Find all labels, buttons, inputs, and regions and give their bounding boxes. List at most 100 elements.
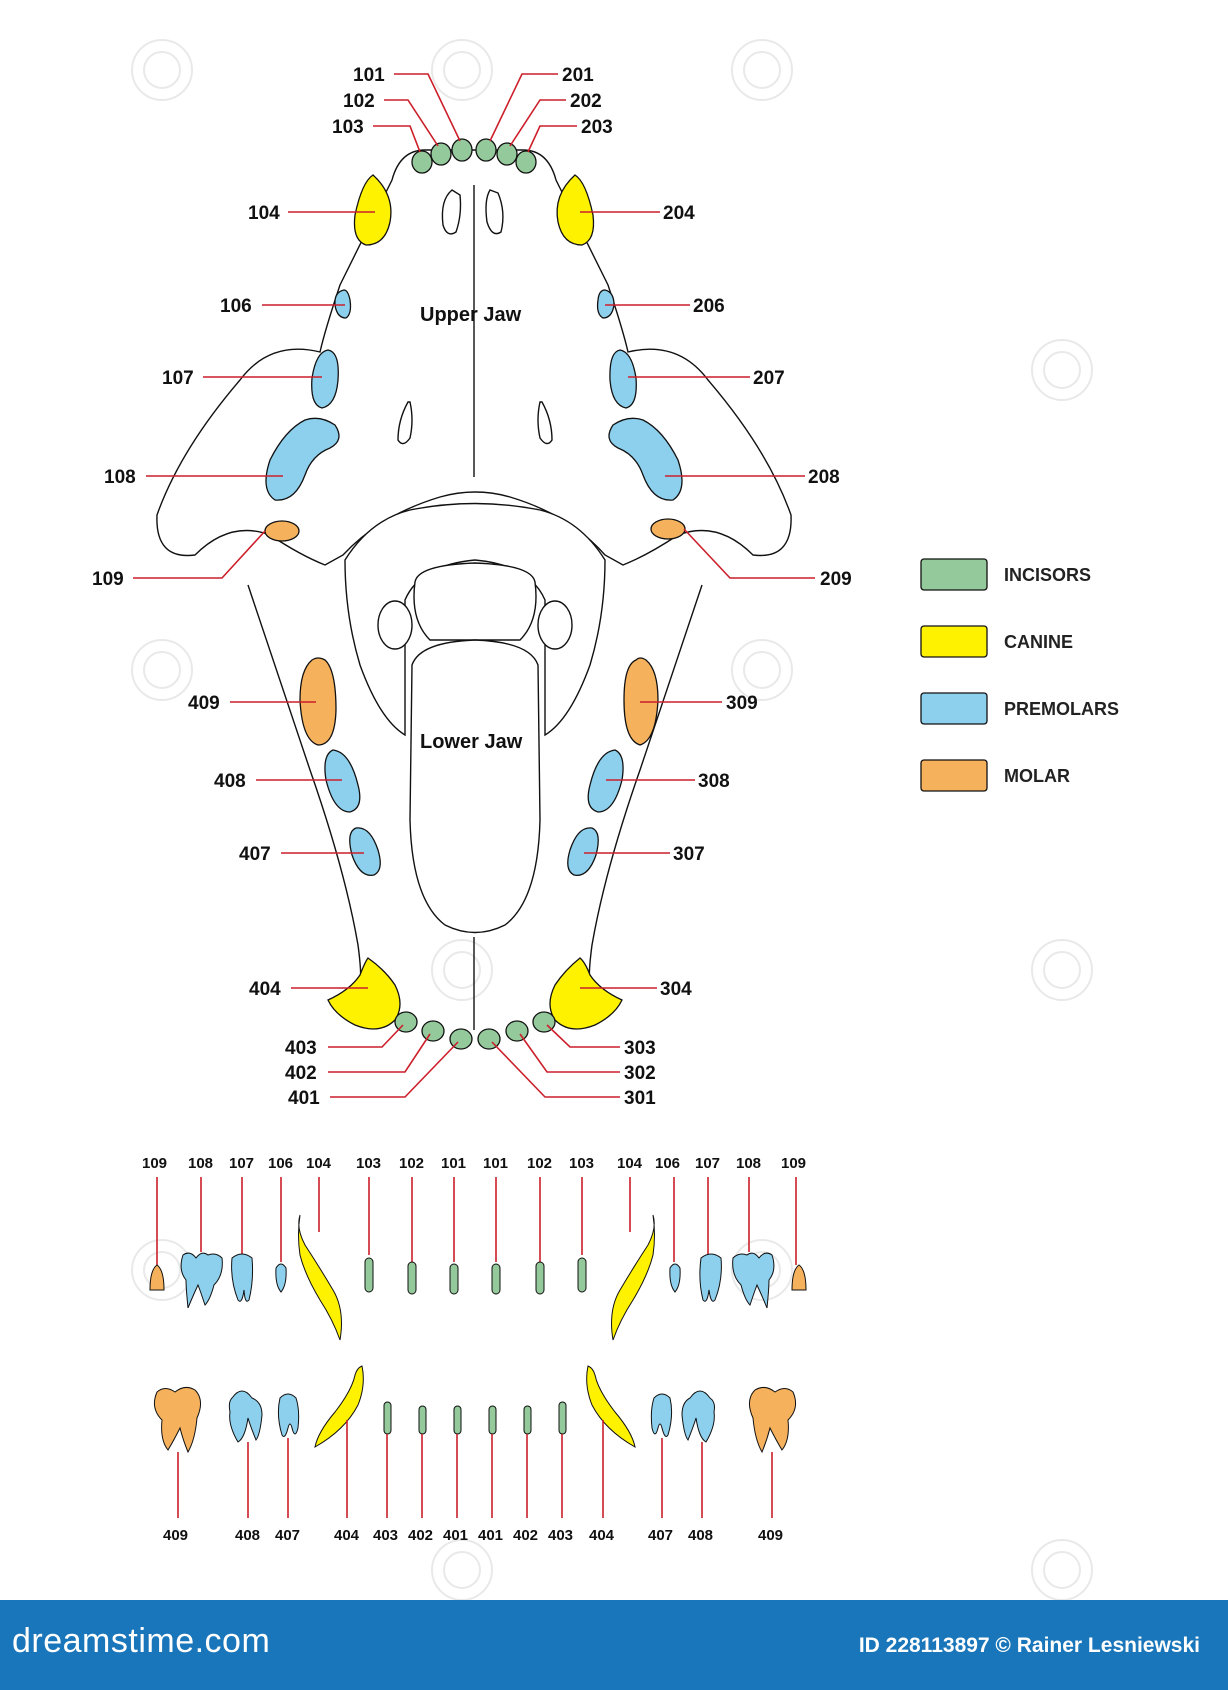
tooth-108[interactable] [265, 417, 340, 501]
label-104: 104 [248, 203, 280, 224]
upper-jaw-teeth [264, 138, 686, 542]
label-201: 201 [562, 65, 594, 86]
side-upper-label-1: 109 [142, 1155, 167, 1172]
tooth-106[interactable] [334, 289, 352, 319]
side-tooth-109-right[interactable] [791, 1264, 807, 1291]
tooth-202[interactable] [496, 142, 518, 166]
side-tooth-102-right[interactable] [535, 1261, 545, 1295]
tooth-103[interactable] [411, 150, 433, 174]
side-tooth-101-left[interactable] [449, 1263, 459, 1295]
lower-jaw: Lower Jaw [247, 502, 703, 1030]
side-tooth-403-left[interactable] [383, 1401, 392, 1435]
side-upper-label-7: 102 [399, 1155, 424, 1172]
label-103: 103 [332, 117, 364, 138]
tooth-201[interactable] [475, 138, 497, 162]
side-tooth-109-left[interactable] [149, 1264, 165, 1291]
side-tooth-107-left[interactable] [231, 1253, 254, 1302]
tooth-307[interactable] [567, 827, 599, 876]
tooth-206[interactable] [596, 289, 615, 319]
label-204: 204 [663, 203, 695, 224]
side-upper-label-6: 103 [356, 1155, 381, 1172]
side-tooth-401-right[interactable] [488, 1405, 497, 1435]
side-upper-label-14: 107 [695, 1155, 720, 1172]
side-tooth-103-right[interactable] [577, 1257, 587, 1293]
tooth-402[interactable] [421, 1020, 445, 1042]
side-lower-label-10: 403 [548, 1527, 573, 1544]
side-tooth-108-right[interactable] [732, 1252, 775, 1309]
foramen-right [537, 401, 553, 445]
tooth-104[interactable] [353, 174, 392, 246]
tooth-407[interactable] [349, 827, 381, 876]
leader-301 [491, 1041, 620, 1098]
tooth-204[interactable] [556, 174, 595, 246]
leader-302 [519, 1033, 620, 1073]
side-lower-label-2: 408 [235, 1527, 260, 1544]
tooth-208[interactable] [608, 417, 683, 501]
side-tooth-409-right[interactable] [749, 1386, 797, 1454]
label-107: 107 [162, 368, 194, 389]
label-109: 109 [92, 569, 124, 590]
palate-hole-left [441, 189, 462, 235]
side-tooth-407-left[interactable] [277, 1393, 300, 1437]
palate-hole-right [485, 189, 504, 235]
tooth-409[interactable] [299, 657, 337, 746]
label-402: 402 [285, 1063, 317, 1084]
leader-103 [373, 125, 421, 153]
side-tooth-407-right[interactable] [650, 1393, 673, 1437]
tooth-209[interactable] [650, 518, 686, 540]
side-tooth-408-left[interactable] [228, 1390, 263, 1443]
label-207: 207 [753, 368, 785, 389]
side-lower-labels: 409 408 407 404 403 402 401 401 402 403 … [163, 1527, 783, 1544]
watermark [131, 39, 1093, 1601]
side-upper-label-13: 106 [655, 1155, 680, 1172]
label-307: 307 [673, 844, 705, 865]
tooth-102[interactable] [430, 142, 452, 166]
side-tooth-106-right[interactable] [669, 1263, 681, 1293]
side-tooth-108-left[interactable] [180, 1252, 223, 1309]
side-tooth-409-left[interactable] [153, 1386, 201, 1454]
leader-203 [527, 125, 577, 153]
side-tooth-404-right[interactable] [586, 1365, 636, 1448]
tooth-308[interactable] [587, 749, 624, 813]
tooth-302[interactable] [505, 1020, 529, 1042]
side-tooth-403-right[interactable] [558, 1401, 567, 1435]
leader-402 [328, 1033, 431, 1073]
side-tooth-402-left[interactable] [418, 1405, 427, 1435]
label-401: 401 [288, 1088, 320, 1109]
legend-label-premolars: PREMOLARS [1004, 699, 1119, 719]
side-tooth-106-left[interactable] [275, 1263, 287, 1293]
hyoid-hole-left [377, 600, 413, 650]
side-lower-label-1: 409 [163, 1527, 188, 1544]
label-108: 108 [104, 467, 136, 488]
leader-109 [133, 530, 266, 579]
side-tooth-104-left[interactable] [298, 1214, 342, 1341]
legend-swatch-molar [920, 759, 988, 792]
side-tooth-401-left[interactable] [453, 1405, 462, 1435]
tooth-207[interactable] [609, 349, 637, 409]
side-tooth-104-right[interactable] [611, 1214, 655, 1341]
side-tooth-101-right[interactable] [491, 1263, 501, 1295]
tooth-101[interactable] [451, 138, 473, 162]
side-tooth-402-right[interactable] [523, 1405, 532, 1435]
tooth-203[interactable] [515, 150, 537, 174]
tooth-404[interactable] [327, 957, 401, 1030]
label-403: 403 [285, 1038, 317, 1059]
side-tooth-102-left[interactable] [407, 1261, 417, 1295]
side-upper-label-15: 108 [736, 1155, 761, 1172]
side-tooth-103-left[interactable] [364, 1257, 374, 1293]
legend-swatch-premolars [920, 692, 988, 725]
side-tooth-404-left[interactable] [314, 1365, 364, 1448]
tooth-408[interactable] [324, 749, 361, 813]
side-tooth-408-right[interactable] [681, 1390, 715, 1443]
side-tooth-107-right[interactable] [699, 1253, 722, 1302]
label-301: 301 [624, 1088, 656, 1109]
tooth-304[interactable] [549, 957, 623, 1030]
label-308: 308 [698, 771, 730, 792]
side-upper-label-4: 106 [268, 1155, 293, 1172]
legend-label-canine: CANINE [1004, 632, 1073, 652]
tooth-109[interactable] [264, 520, 300, 542]
side-lower-label-13: 408 [688, 1527, 713, 1544]
lower-jaw-teeth [299, 657, 659, 1050]
tooth-107[interactable] [311, 349, 339, 409]
